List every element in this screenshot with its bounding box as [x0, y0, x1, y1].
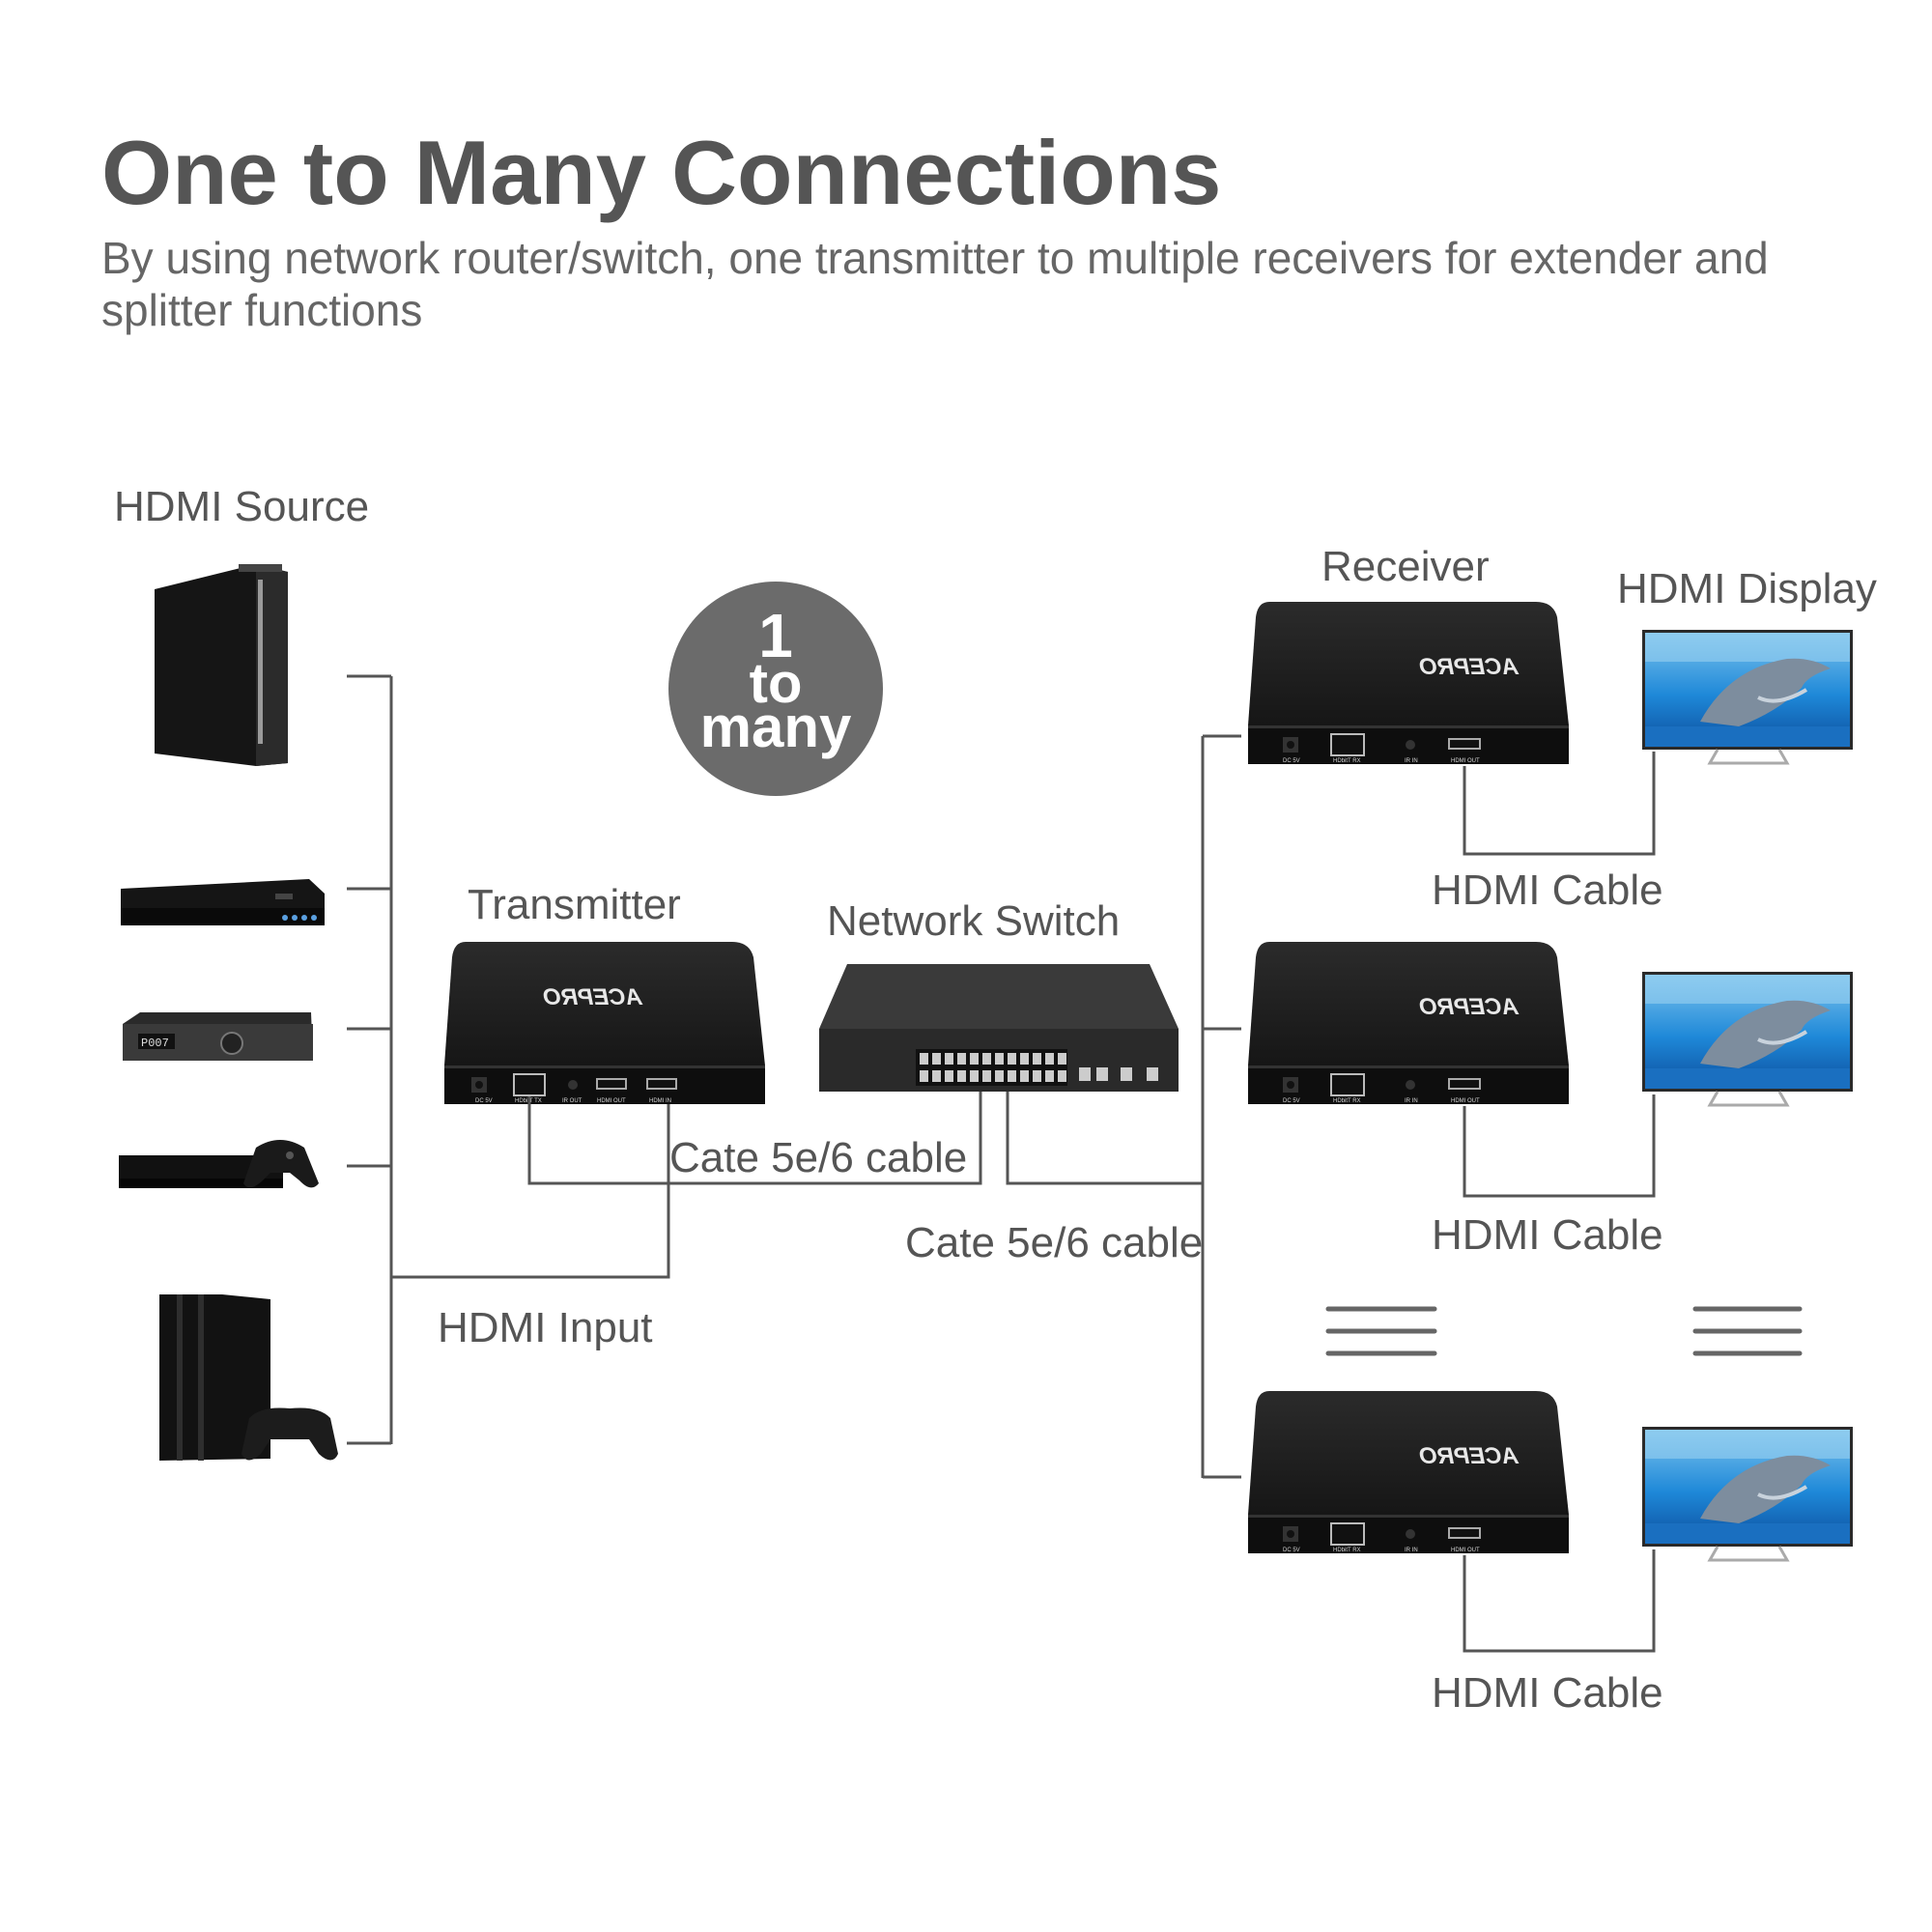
transmitter-device: ACEPRO DC 5V HDbitT TX IR OUT HDMI OUT H…: [444, 942, 765, 1104]
label-hdmi-display: HDMI Display: [1617, 565, 1877, 612]
receiver-device-3: ACEPRO DC 5V HDbitT RX IR IN HDMI OUT: [1248, 1391, 1569, 1553]
svg-text:HDMI OUT: HDMI OUT: [1451, 1098, 1480, 1104]
set-top-box-icon: P007: [123, 1012, 313, 1061]
svg-text:DC 5V: DC 5V: [1283, 1548, 1300, 1553]
svg-text:many: many: [700, 695, 852, 759]
network-switch-device: [819, 964, 1179, 1092]
svg-text:DC 5V: DC 5V: [1283, 1098, 1300, 1104]
label-hdmi-cable-1: HDMI Cable: [1432, 867, 1663, 914]
svg-text:HDMI IN: HDMI IN: [649, 1098, 671, 1104]
svg-text:HDMI OUT: HDMI OUT: [597, 1098, 626, 1104]
svg-text:1: 1: [758, 601, 793, 670]
dvd-player-icon: [121, 879, 325, 925]
label-receiver: Receiver: [1321, 543, 1490, 590]
hdmi-cable-1: [1463, 752, 1656, 856]
page-title: One to Many Connections: [101, 122, 1222, 223]
label-cable-tx: Cate 5e/6 cable: [669, 1134, 968, 1181]
hdmi-display-1: [1640, 628, 1855, 765]
one-to-many-badge: 1 to many: [668, 582, 883, 796]
receiver-device-1: ACEPRO DC 5V HDbitT RX IR IN HDMI OUT: [1248, 602, 1569, 764]
cat-cable-rx-bus: [1006, 734, 1241, 1479]
game-console-icon: [119, 1140, 319, 1188]
svg-text:ACEPRO: ACEPRO: [543, 984, 643, 1010]
label-hdmi-source: HDMI Source: [114, 483, 370, 530]
svg-text:IR IN: IR IN: [1405, 758, 1418, 764]
receiver-device-2: ACEPRO DC 5V HDbitT RX IR IN HDMI OUT: [1248, 942, 1569, 1104]
label-hdmi-cable-2: HDMI Cable: [1432, 1211, 1663, 1259]
cat-cable-tx: [527, 1092, 982, 1185]
svg-text:DC 5V: DC 5V: [1283, 758, 1300, 764]
hdmi-source-bus: [347, 674, 670, 1445]
label-network-switch: Network Switch: [827, 897, 1121, 945]
svg-text:ACEPRO: ACEPRO: [1419, 654, 1520, 680]
more-receivers-indicator: [1325, 1306, 1437, 1356]
label-hdmi-input: HDMI Input: [438, 1304, 653, 1351]
svg-text:IR OUT: IR OUT: [562, 1098, 582, 1104]
svg-text:HDbitT RX: HDbitT RX: [1333, 1548, 1361, 1553]
svg-text:DC 5V: DC 5V: [475, 1098, 493, 1104]
label-cable-rx: Cate 5e/6 cable: [905, 1219, 1204, 1266]
hdmi-display-3: [1640, 1425, 1855, 1562]
svg-text:ACEPRO: ACEPRO: [1419, 994, 1520, 1020]
label-hdmi-cable-3: HDMI Cable: [1432, 1669, 1663, 1717]
label-transmitter: Transmitter: [468, 881, 681, 928]
svg-text:P007: P007: [141, 1037, 169, 1050]
svg-text:IR IN: IR IN: [1405, 1098, 1418, 1104]
svg-text:HDbitT RX: HDbitT RX: [1333, 1098, 1361, 1104]
svg-text:ACEPRO: ACEPRO: [1419, 1443, 1520, 1469]
ps4-console-icon: [159, 1294, 338, 1461]
svg-text:to: to: [750, 652, 803, 715]
hdmi-cable-2: [1463, 1094, 1656, 1198]
page-subtitle: By using network router/switch, one tran…: [101, 233, 1769, 335]
hdmi-cable-3: [1463, 1549, 1656, 1653]
svg-text:IR IN: IR IN: [1405, 1548, 1418, 1553]
more-displays-indicator: [1692, 1306, 1803, 1356]
hdmi-display-2: [1640, 970, 1855, 1107]
pc-tower-icon: [155, 564, 288, 766]
svg-text:HDMI OUT: HDMI OUT: [1451, 1548, 1480, 1553]
svg-text:HDbitT RX: HDbitT RX: [1333, 758, 1361, 764]
svg-text:HDMI OUT: HDMI OUT: [1451, 758, 1480, 764]
